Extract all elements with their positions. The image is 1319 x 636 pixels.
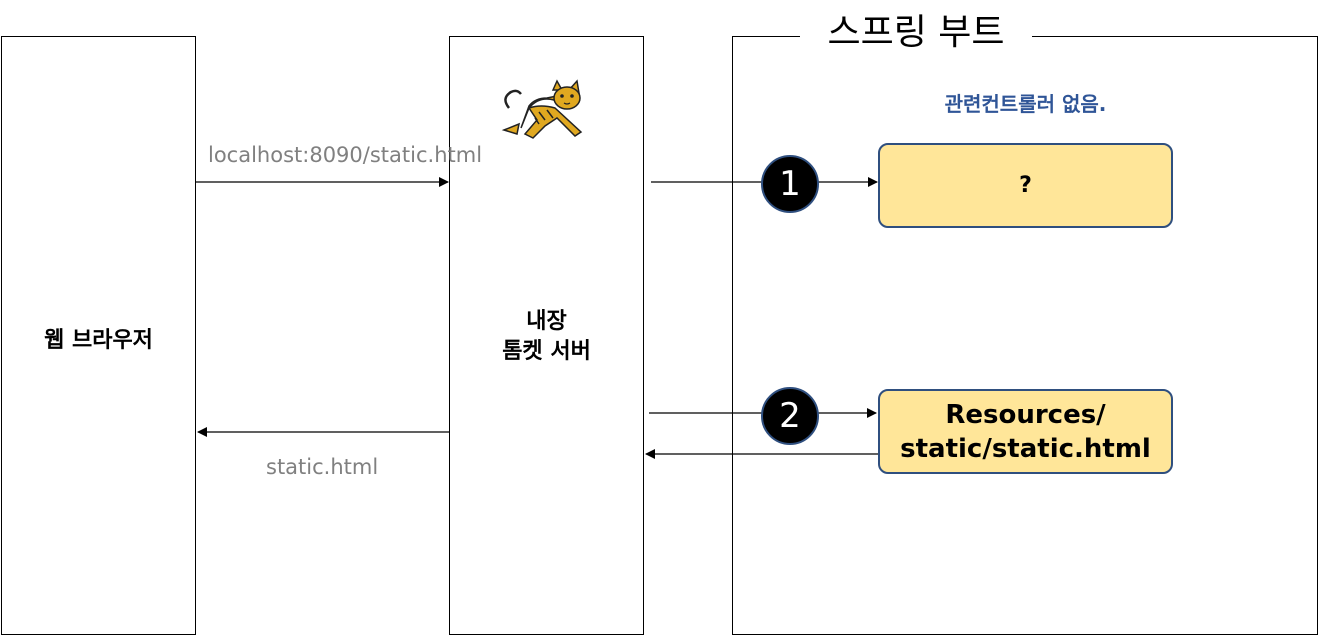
spring-boot-title: 스프링 부트 (800, 8, 1032, 58)
no-controller-note: 관련컨트롤러 없음. (944, 92, 1107, 116)
tomcat-server-box: 내장 톰켓 서버 (449, 36, 644, 635)
static-resource-box: Resources/ static/static.html (878, 389, 1173, 474)
request-edge-label: localhost:8090/static.html (208, 143, 483, 167)
web-browser-box: 웹 브라우저 (1, 36, 196, 635)
response-edge-label: static.html (266, 455, 379, 479)
unknown-controller-label: ? (1019, 173, 1032, 198)
static-resource-line-1: Resources/ (945, 399, 1106, 430)
tomcat-label-line-1: 내장 (526, 309, 567, 334)
tomcat-label-line-2: 톰켓 서버 (502, 339, 591, 364)
tomcat-cat-icon (501, 79, 583, 139)
web-browser-label: 웹 브라우저 (44, 328, 153, 353)
step-2-badge: 2 (761, 387, 819, 445)
spring-boot-box (732, 36, 1318, 635)
tomcat-server-label: 내장 톰켓 서버 (450, 307, 643, 367)
static-resource-line-2: static/static.html (900, 433, 1151, 464)
step-1-badge: 1 (761, 155, 819, 213)
unknown-controller-box: ? (878, 143, 1173, 228)
